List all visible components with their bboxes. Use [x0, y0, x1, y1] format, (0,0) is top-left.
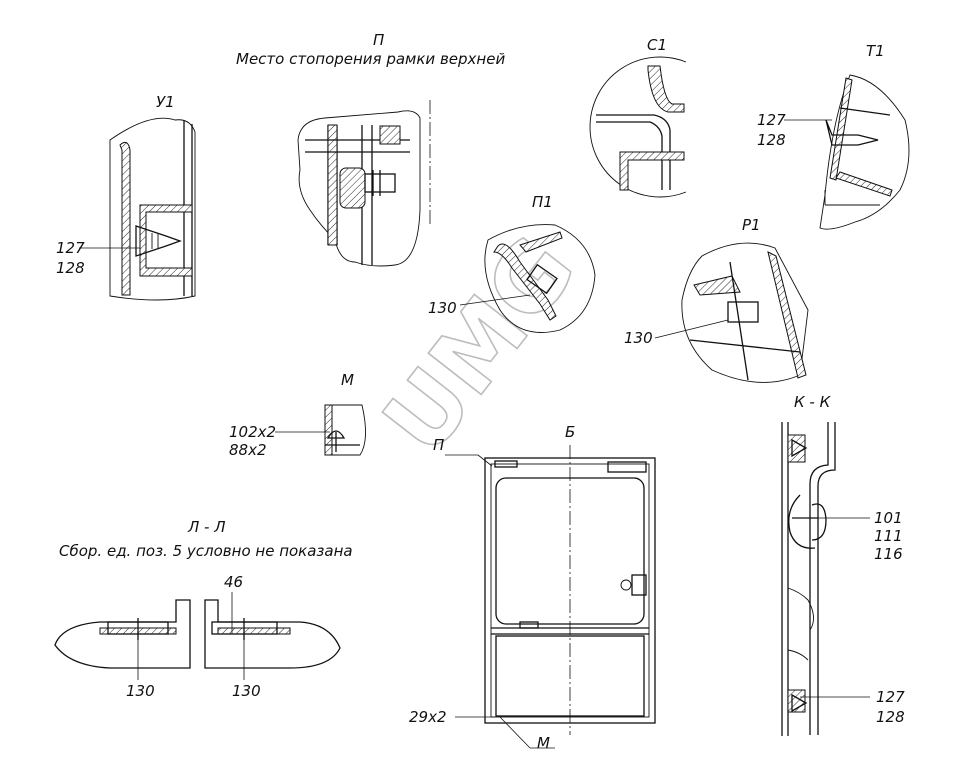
view-c1-circle: [589, 56, 687, 198]
view-b-callout-29x2: 29х2: [409, 708, 447, 726]
view-m-rivet: [326, 430, 346, 439]
view-kk-screw-top: [791, 438, 808, 458]
view-p1-section-b: [519, 231, 563, 253]
view-k-k: К - К 101 111 116 127 128: [781, 393, 905, 736]
view-p1-callout-130: 130: [428, 299, 457, 317]
view-t1-screw: [825, 119, 879, 146]
view-kk-callout-127: 127: [876, 688, 905, 706]
view-kk-callout-128: 128: [876, 708, 905, 726]
view-u1-section: [119, 141, 131, 296]
view-t1-section: [829, 77, 853, 181]
view-t1-callout-128: 128: [757, 131, 786, 149]
view-p: П Место стопорения рамки верхней: [236, 31, 505, 267]
view-p1-section-a: [493, 243, 557, 321]
view-kk-callout-101: 101: [874, 509, 903, 527]
view-c1-section-top: [647, 65, 685, 113]
view-p-caption: Место стопорения рамки верхней: [236, 50, 505, 68]
view-u1-profile: [139, 204, 193, 277]
view-t1-outline: [819, 74, 910, 230]
view-b-title: Б: [565, 423, 575, 441]
view-r1-section: [767, 251, 807, 379]
watermark: UMG: [363, 217, 596, 473]
view-r1-outline: [681, 242, 809, 383]
view-kk-hook: [811, 503, 827, 541]
view-t1-title: Т1: [866, 42, 885, 60]
view-kk-screw-bottom: [791, 693, 808, 713]
view-u1-title: У1: [156, 93, 175, 111]
view-r1: Р1 130: [624, 216, 809, 383]
view-r1-nut: [727, 301, 759, 323]
view-ll-callout-130-left: 130: [126, 682, 155, 700]
view-p1-nut: [526, 263, 558, 295]
view-l-l: Л - Л Сбор. ед. поз. 5 условно не показа…: [54, 518, 353, 700]
view-t1-callout-127: 127: [757, 111, 786, 129]
view-u1-callout-127: 127: [56, 239, 85, 257]
view-p1-title: П1: [532, 193, 553, 211]
view-m-callout-88x2: 88х2: [229, 441, 267, 459]
view-p-block: [339, 167, 366, 209]
view-kk-callout-111: 111: [874, 527, 903, 545]
view-ll-right-part: [204, 599, 341, 669]
view-p-outline: [297, 110, 421, 267]
view-m-callout-102x2: 102х2: [229, 423, 276, 441]
view-m-title: М: [341, 371, 354, 389]
view-u1: У1 127 128: [56, 93, 196, 301]
view-b: Б П 29х2 М: [409, 423, 656, 752]
view-p-title: П: [373, 31, 384, 49]
view-ll-title: Л - Л: [187, 518, 226, 536]
view-c1-section-bottom: [619, 151, 685, 191]
view-ll-callout-46: 46: [224, 573, 243, 591]
view-p-clip: [379, 125, 401, 145]
view-kk-title: К - К: [794, 393, 832, 411]
view-u1-outline: [109, 117, 196, 301]
view-b-callout-m: М: [537, 734, 550, 752]
view-r1-callout-130: 130: [624, 329, 653, 347]
view-p-section: [327, 124, 338, 246]
view-kk-profile: [809, 422, 829, 735]
view-m: М 102х2 88х2: [229, 371, 366, 459]
view-b-lock: [620, 579, 632, 591]
view-r1-title: Р1: [742, 216, 761, 234]
view-u1-screw: [135, 225, 182, 257]
view-p1-outline: [484, 224, 596, 333]
view-ll-caption: Сбор. ед. поз. 5 условно не показана: [59, 542, 353, 560]
view-u1-callout-128: 128: [56, 259, 85, 277]
view-kk-callout-116: 116: [874, 545, 903, 563]
view-c1-title: С1: [647, 36, 667, 54]
view-b-callout-p: П: [433, 436, 444, 454]
view-t1: Т1 127 128: [757, 42, 910, 230]
view-c1: С1: [589, 36, 687, 198]
view-p1: П1 130: [428, 193, 596, 333]
view-ll-left-part: [54, 599, 191, 669]
view-ll-callout-130-right: 130: [232, 682, 261, 700]
view-m-outline: [324, 404, 366, 456]
